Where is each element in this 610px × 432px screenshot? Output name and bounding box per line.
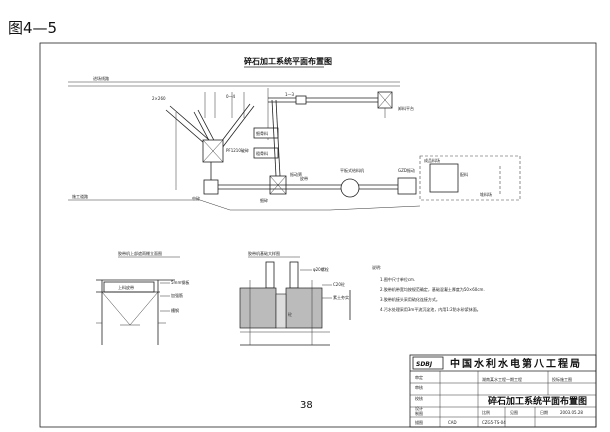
detail-canopy: 胶带机上部遮雨棚立面图 上料皮带 5mm钢板 加强筋 槽钢 (96, 250, 189, 345)
store-1-label: 细骨料 (256, 130, 268, 136)
page-number: 38 (300, 400, 313, 411)
note-1: 1.图中尺寸单位cm. (380, 276, 415, 282)
store-box-2 (253, 147, 279, 159)
store-2-label: 粗骨料 (256, 150, 268, 156)
detail-1-tag-1: 上料皮带 (118, 284, 134, 290)
screen-2-label: GZD振动 (398, 167, 415, 173)
detail-1-tag-2: 5mm钢板 (171, 279, 189, 285)
logo-text: SDBJ (416, 361, 433, 368)
small-1-label: 中碎 (192, 195, 200, 201)
date-value: 2003.05.28 (560, 410, 583, 415)
detail-1-tag-3: 加强筋 (171, 292, 183, 298)
detail-foundation: 胶带机基础大样图 砼 φ20螺栓 C20砼 素土夯实 (239, 250, 351, 346)
line-end-label: 卸料平台 (398, 105, 414, 111)
row-label-5: 制图 (415, 410, 423, 416)
detail-2-tag-1: φ20螺栓 (313, 266, 329, 272)
zone-c-label: 0—4 (226, 94, 236, 99)
row-label-4: 设计 (415, 405, 423, 411)
stockpile-inner (429, 163, 459, 193)
lower-left-box (203, 179, 219, 195)
scale-value: 见图 (510, 409, 518, 415)
sheet-border (39, 42, 597, 428)
crusher-note: PF1210破碎 (226, 147, 249, 153)
detail-2-title: 胶带机基础大样图 (248, 250, 280, 256)
notes-block: 说明: 1.图中尺寸单位cm. 2.胶带机带宽均按规范确定，基础混凝土厚度为50… (372, 264, 485, 312)
hopper-circle (340, 178, 360, 198)
scale-label: 比例 (482, 409, 490, 415)
company-logo (412, 356, 444, 370)
foundation-block-left (239, 287, 277, 329)
right-1-label: 成品料场 (424, 157, 440, 163)
row-label-2: 审核 (415, 384, 423, 390)
project-name: 湖南某水工程一期工程 (482, 376, 522, 382)
notes-title: 说明: (372, 264, 381, 270)
zone-b-label: 1—3 (285, 92, 295, 97)
screen-1-label: 振动筛 (290, 171, 302, 177)
figure-label: 图4—5 (8, 19, 57, 37)
zone-a-label: 2×260 (152, 96, 166, 101)
small-3-label: 皮带 (300, 175, 308, 181)
row-label-6: 描图 (415, 419, 423, 425)
row-label-1: 审定 (415, 374, 423, 380)
detail-1-tag-4: 槽钢 (171, 307, 179, 313)
road-label: 进场线路 (93, 75, 109, 81)
foundation-block-right (285, 287, 323, 329)
title-block: SDBJ 中国水利水电第八工程局 审定 审核 校核 设计 制图 描图 CAD 湖… (409, 354, 597, 428)
note-4: 4.污水处理采用3m平流沉淀池，内用1:2防水砂浆抹面。 (380, 306, 481, 312)
drawing-title: 碎石加工系统平面布置图 (488, 395, 587, 407)
row-value-6: CAD (448, 420, 457, 425)
feeder-box (397, 177, 417, 195)
detail-2-tag-2: 砼 (288, 311, 292, 317)
corner-label: 施工道路 (72, 193, 88, 199)
plan-view: 进场线路 2×260 1—3 0—4 PF1210破碎 细骨料 粗骨料 (68, 75, 521, 211)
conveyor-vertical (271, 99, 277, 177)
small-2-label: 细碎 (260, 197, 268, 203)
drawing-stage: 投标施工图 (552, 376, 572, 382)
note-2: 2.胶带机带宽均按规范确定，基础混凝土厚度为50×60cm. (380, 286, 485, 292)
note-3: 3.胶带机接头采用硫化连接方式。 (380, 296, 440, 302)
detail-2-tag-3: C20砼 (333, 281, 345, 287)
detail-2-tag-4: 素土夯实 (333, 294, 349, 300)
company-name: 中国水利水电第八工程局 (450, 357, 582, 370)
stockpile-area (419, 155, 521, 201)
transfer-box-top (295, 95, 307, 105)
main-title: 碎石加工系统平面布置图 (244, 56, 332, 66)
hopper-label: 平板式给料机 (340, 167, 364, 173)
row-label-3: 校核 (415, 395, 423, 401)
detail-1-title: 胶带机上部遮雨棚立面图 (118, 250, 162, 256)
drawing-number: CZG5-TS-04 (482, 420, 506, 425)
right-3-label: 堆料场 (480, 191, 492, 197)
right-2-label: 配料 (460, 171, 468, 177)
date-label: 日期 (540, 409, 548, 415)
conveyor-diag-3 (217, 103, 251, 147)
lower-road (68, 199, 421, 211)
